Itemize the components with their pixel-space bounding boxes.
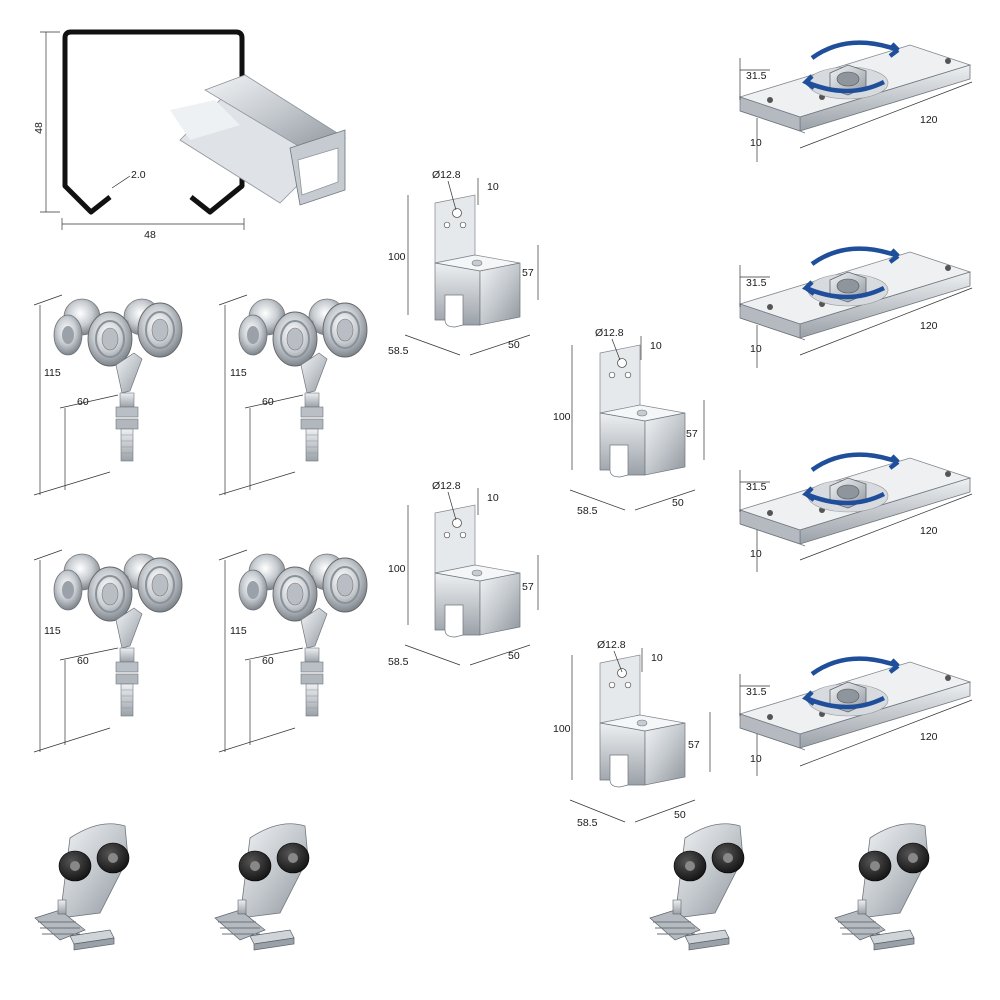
trolley-bottom-right: 115 60	[218, 549, 368, 753]
plate-length-label: 120	[920, 114, 938, 126]
bracket-top-label: 10	[650, 340, 662, 352]
plate-height-label: 10	[750, 548, 762, 560]
plate-1: 31.5 10 120	[739, 40, 973, 162]
plate-length-label: 120	[920, 525, 938, 537]
plate-3: 31.5 10 120	[739, 452, 973, 572]
plate-4: 31.5 10 120	[739, 656, 973, 776]
track-thickness-label: 2.0	[131, 169, 146, 181]
rotation-arrow-icon	[810, 656, 900, 676]
bracket-height-label: 100	[553, 723, 571, 735]
bracket-top-label: 10	[651, 652, 663, 664]
bracket-top-label: 10	[487, 492, 499, 504]
trolley-stud-label: 60	[77, 655, 89, 667]
bracket-2: Ø12.8 10 100 57 58.5 50	[388, 480, 539, 668]
bracket-1: Ø12.8 10 100 57 58.5 50	[388, 169, 539, 357]
track-height-label: 48	[33, 122, 45, 134]
trolley-height-label: 115	[230, 625, 247, 637]
bracket-3: Ø12.8 10 100 57 58.5 50	[553, 327, 705, 517]
guide-roller-2	[214, 823, 310, 951]
bracket-depth-label: 58.5	[388, 656, 409, 668]
trolley-height-label: 115	[230, 367, 247, 379]
plate-length-label: 120	[920, 731, 938, 743]
trolley-bottom-left: 115 60	[33, 549, 183, 753]
bracket-height-label: 100	[553, 411, 571, 423]
rotation-arrow-icon	[810, 246, 900, 266]
bracket-inner-label: 57	[522, 267, 534, 279]
rotation-arrow-icon	[802, 690, 886, 710]
trolley-stud-label: 60	[262, 655, 274, 667]
bracket-hole-label: Ø12.8	[432, 480, 461, 492]
bracket-top-label: 10	[487, 181, 499, 193]
trolley-stud-label: 60	[77, 396, 89, 408]
plate-offset-label: 31.5	[746, 481, 767, 493]
trolley-stud-label: 60	[262, 396, 274, 408]
rotation-arrow-icon	[810, 40, 900, 60]
plate-height-label: 10	[750, 753, 762, 765]
rotation-arrow-icon	[802, 280, 886, 300]
plate-offset-label: 31.5	[746, 686, 767, 698]
plate-height-label: 10	[750, 343, 762, 355]
bracket-inner-label: 57	[686, 428, 698, 440]
trolley-height-label: 115	[44, 625, 61, 637]
bracket-inner-label: 57	[688, 739, 700, 751]
trolley-top-right: 115 60	[218, 294, 368, 496]
track-width-label: 48	[144, 229, 156, 241]
rotation-arrow-icon	[802, 486, 886, 506]
bracket-height-label: 100	[388, 563, 406, 575]
bracket-width-label: 50	[508, 650, 520, 662]
bracket-hole-label: Ø12.8	[597, 639, 626, 651]
bracket-4: Ø12.8 10 100 57 58.5 50	[553, 639, 711, 829]
bracket-width-label: 50	[672, 497, 684, 509]
bracket-depth-label: 58.5	[577, 817, 598, 829]
bracket-hole-label: Ø12.8	[432, 169, 461, 181]
guide-roller-3	[649, 823, 745, 951]
bracket-inner-label: 57	[522, 581, 534, 593]
track-profile: 48 48 2.0	[33, 29, 245, 241]
plate-offset-label: 31.5	[746, 277, 767, 289]
guide-roller-1	[34, 823, 130, 951]
plate-height-label: 10	[750, 137, 762, 149]
plate-length-label: 120	[920, 320, 938, 332]
plate-2: 31.5 10 120	[739, 246, 973, 368]
trolley-height-label: 115	[44, 367, 61, 379]
rotation-arrow-icon	[802, 74, 886, 94]
bracket-depth-label: 58.5	[388, 345, 409, 357]
guide-roller-4	[834, 823, 930, 951]
bracket-height-label: 100	[388, 251, 406, 263]
track-rail-image	[170, 74, 346, 206]
bracket-depth-label: 58.5	[577, 505, 598, 517]
bracket-width-label: 50	[674, 809, 686, 821]
plate-offset-label: 31.5	[746, 70, 767, 82]
trolley-top-left: 115 60	[33, 294, 183, 496]
bracket-width-label: 50	[508, 339, 520, 351]
rotation-arrow-icon	[810, 452, 900, 472]
bracket-hole-label: Ø12.8	[595, 327, 624, 339]
